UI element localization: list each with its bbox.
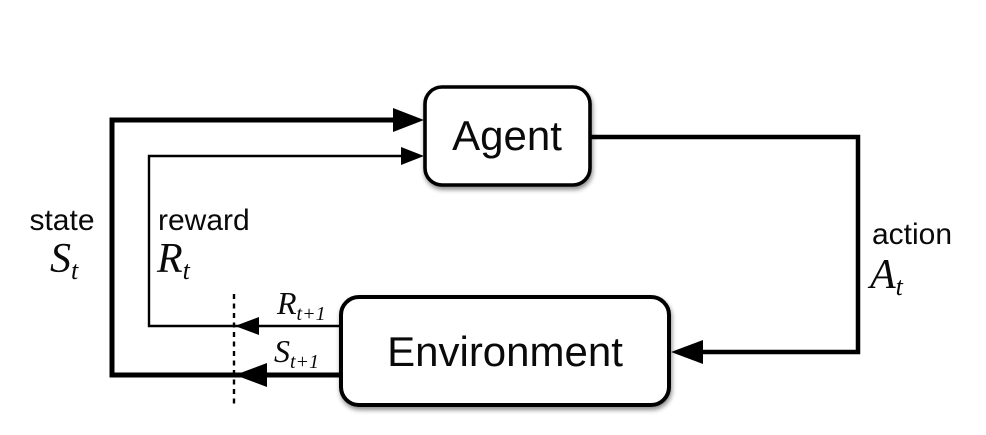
next-reward-symbol: R (276, 285, 297, 321)
action-word-label: action (872, 218, 952, 251)
state-word-label: state (29, 204, 94, 237)
action-symbol-label: At (867, 252, 904, 301)
next-state-symbol: S (274, 333, 290, 369)
next-state-subscript: t+1 (290, 351, 319, 373)
action-edge-line (590, 134, 861, 355)
agent-box-label: Agent (452, 112, 562, 159)
action-symbol: A (867, 252, 896, 298)
action-subscript: t (896, 272, 904, 301)
state-symbol: S (50, 236, 71, 282)
agent-box (423, 85, 592, 187)
state-edge-line (109, 117, 400, 378)
action-into-environment-arrowhead-icon (671, 340, 703, 364)
reward-into-agent-arrowhead-icon (401, 147, 424, 165)
next-state-symbol-label: St+1 (274, 333, 319, 373)
environment-box-label: Environment (387, 328, 623, 375)
next-reward-symbol-label: Rt+1 (276, 285, 326, 325)
reward-subscript: t (183, 256, 191, 285)
reward-symbol: R (156, 236, 183, 282)
state-symbol-label: St (50, 236, 79, 285)
next-state-arrowhead-icon (235, 363, 267, 387)
next-reward-arrowhead-icon (235, 317, 259, 335)
state-into-agent-arrowhead-icon (393, 108, 424, 132)
environment-box (339, 295, 671, 407)
reward-symbol-label: Rt (156, 236, 191, 285)
next-reward-subscript: t+1 (297, 303, 326, 325)
state-subscript: t (71, 256, 79, 285)
reward-word-label: reward (158, 204, 250, 237)
